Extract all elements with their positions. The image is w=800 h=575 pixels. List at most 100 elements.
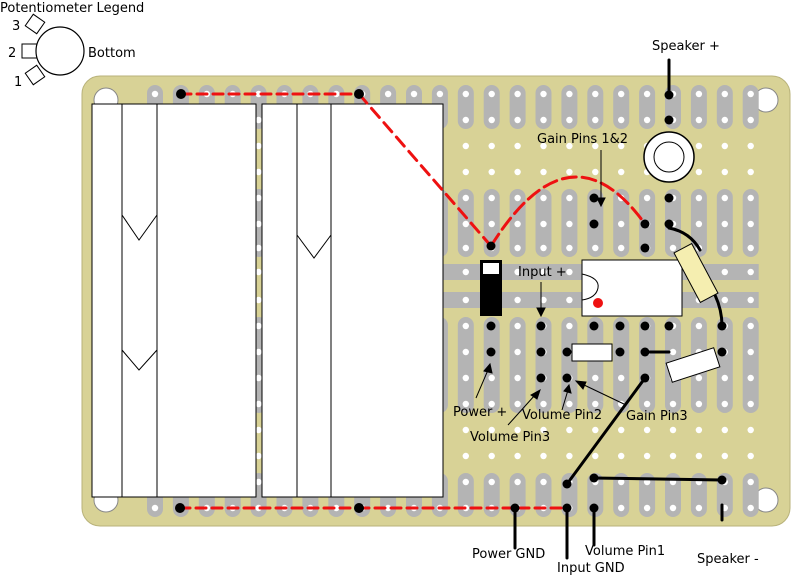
board-hole <box>255 142 262 150</box>
label-volume-pin1: Volume Pin1 <box>585 544 665 559</box>
label-volume-pin2: Volume Pin2 <box>522 408 602 423</box>
board-hole <box>695 400 703 408</box>
board-hole <box>151 504 159 512</box>
board-hole <box>540 478 547 486</box>
copper-strip <box>561 317 578 413</box>
board-hole <box>566 116 573 124</box>
board-hole <box>255 400 262 408</box>
board-hole <box>462 452 469 460</box>
solder-joint <box>589 473 599 483</box>
copper-strip <box>457 85 474 129</box>
board-hole <box>643 400 651 408</box>
solder-joint <box>640 321 650 331</box>
board-hole <box>643 116 651 124</box>
board-hole <box>255 220 262 228</box>
board-hole <box>721 194 728 202</box>
copper-strip <box>535 85 552 129</box>
board-hole <box>618 220 625 228</box>
board-hole <box>721 374 728 382</box>
solder-joint <box>640 243 650 253</box>
solder-joint <box>664 115 674 125</box>
board-hole <box>462 478 469 486</box>
board-hole <box>721 220 728 228</box>
board-hole <box>488 478 495 486</box>
copper-strip <box>483 473 500 517</box>
board-hole <box>488 374 495 382</box>
board-hole <box>669 400 677 408</box>
pot-pin-3 <box>24 13 46 35</box>
board-hole <box>540 194 547 202</box>
label-speaker-plus: Speaker + <box>652 39 720 54</box>
board-hole <box>566 142 573 150</box>
solder-joints <box>486 90 727 513</box>
board-hole <box>747 268 754 276</box>
solder-joint <box>615 347 625 357</box>
board-hole <box>592 374 599 382</box>
board-hole <box>255 322 262 330</box>
potentiometer-legend: Potentiometer Legend 3 2 1 Bottom <box>0 1 144 90</box>
copper-strip <box>639 85 656 129</box>
board-hole <box>462 90 469 98</box>
copper-strip <box>613 473 630 517</box>
solder-joint <box>589 321 599 331</box>
board-hole <box>462 220 469 228</box>
board-hole <box>721 452 728 460</box>
board-hole <box>514 90 521 98</box>
board-hole <box>540 296 547 304</box>
board-hole <box>747 348 754 356</box>
board-hole <box>540 426 547 434</box>
board-hole <box>462 322 469 330</box>
board-hole <box>566 296 573 304</box>
board-hole <box>514 116 521 124</box>
board-hole <box>695 116 703 124</box>
board-hole <box>488 426 495 434</box>
board-hole <box>618 504 625 512</box>
board-hole <box>618 244 625 252</box>
board-hole <box>488 194 495 202</box>
board-hole <box>462 374 469 382</box>
solder-joint <box>536 347 546 357</box>
board-hole <box>514 322 521 330</box>
copper-strip <box>639 317 656 413</box>
board-hole <box>695 374 703 382</box>
board-hole <box>695 194 703 202</box>
board-hole <box>695 452 703 460</box>
copper-strip <box>509 85 526 129</box>
board-hole <box>747 504 754 512</box>
label-gain-pins-12: Gain Pins 1&2 <box>537 132 628 147</box>
board-hole <box>592 116 599 124</box>
board-hole <box>618 116 625 124</box>
board-hole <box>488 90 495 98</box>
board-hole <box>747 244 754 252</box>
board-hole <box>618 142 625 150</box>
board-hole <box>566 220 573 228</box>
solder-joint <box>717 347 727 357</box>
board-hole <box>255 374 262 382</box>
solder-joint <box>510 503 520 513</box>
label-power-gnd: Power GND <box>472 547 545 562</box>
battery-holder-right <box>261 103 444 498</box>
solder-joint <box>486 321 496 331</box>
board-hole <box>566 400 573 408</box>
board-hole <box>514 348 521 356</box>
solder-joint <box>486 241 496 251</box>
board-hole <box>540 90 547 98</box>
board-hole <box>721 142 728 150</box>
board-hole <box>721 244 728 252</box>
solder-joint <box>664 90 674 100</box>
solder-joint <box>664 321 674 331</box>
resistor-speaker <box>673 242 719 304</box>
copper-strip <box>483 317 500 413</box>
board-hole <box>592 426 599 434</box>
board-hole <box>747 452 754 460</box>
board-hole <box>747 194 754 202</box>
board-hole <box>488 116 495 124</box>
board-hole <box>514 194 521 202</box>
board-hole <box>747 400 754 408</box>
solder-joint <box>717 321 727 331</box>
copper-strip <box>613 85 630 129</box>
board-hole <box>566 322 573 330</box>
board-hole <box>255 348 262 356</box>
board-hole <box>566 90 573 98</box>
